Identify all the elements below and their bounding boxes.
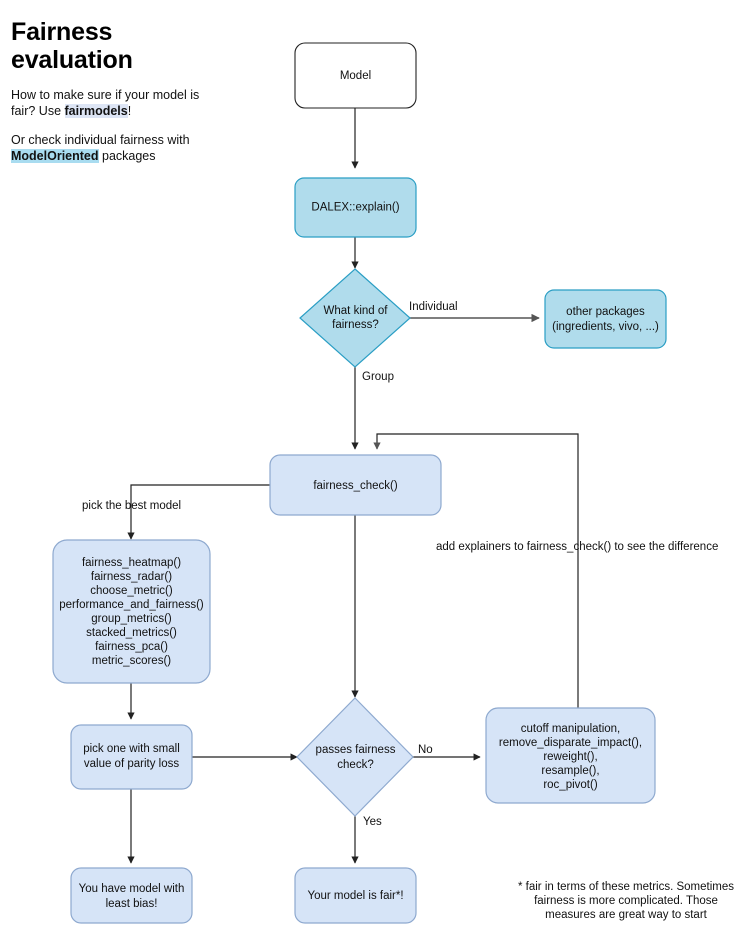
page-title: Fairness evaluation [11,18,133,74]
node-metrics-line-5: stacked_metrics() [86,627,177,639]
node-metrics-line-7: metric_scores() [92,655,171,667]
node-metrics-line-1: fairness_radar() [91,571,172,583]
node-least-bias[interactable] [70,867,193,924]
edge-mitigation-loop-to-fairness-check [373,433,579,708]
edge-fairness-check-to-metrics [127,484,270,540]
node-metrics-line-0: fairness_heatmap() [82,557,181,569]
edge-label-group: Group [362,371,394,383]
node-fairness-check[interactable] [269,454,442,516]
footnote-line-3: measures are great way to start [545,909,708,921]
footnote-line-2: fairness is more complicated. Those [534,895,718,907]
edge-label-no: No [418,744,433,756]
node-passes-check-line2: check? [337,759,373,771]
node-kind-of-fairness-line1: What kind of [324,305,389,317]
node-mitigation-line-3: resample(), [541,765,599,777]
node-metrics-line-4: group_metrics() [91,613,172,625]
intro-p1-pre: How to make sure if your model is fair? … [11,88,200,118]
edge-label-add-explainers: add explainers to fairness_check() to se… [436,541,718,553]
intro-p1-post: ! [127,103,132,118]
node-passes-fairness-check[interactable] [296,697,414,817]
node-mitigation-methods[interactable] [485,707,656,804]
node-metrics-list[interactable] [52,539,211,684]
node-model-is-fair[interactable] [294,867,417,924]
node-fairness-check-label: fairness_check() [313,480,398,492]
node-mitigation-line-1: remove_disparate_impact(), [499,737,642,749]
node-mitigation-line-0: cutoff manipulation, [521,723,621,735]
node-kind-of-fairness-line2: fairness? [332,319,379,331]
edge-label-individual: Individual [409,301,458,313]
intro-p2-post: packages [98,148,156,163]
edge-label-pick-the-best-model: pick the best model [82,500,181,512]
footnote-line-1: * fair in terms of these metrics. Someti… [518,881,734,893]
node-model-is-fair-label: Your model is fair*! [307,890,403,902]
node-mitigation-line-4: roc_pivot() [543,779,597,791]
node-model[interactable] [294,42,417,109]
node-pick-one-small-parity-loss[interactable] [70,724,193,790]
node-pick-one-line2: value of parity loss [84,758,179,770]
node-metrics-line-6: fairness_pca() [95,641,168,653]
intro-p2-pre: Or check individual fairness with [11,133,190,148]
node-passes-check-line1: passes fairness [316,744,396,756]
intro-paragraph-1: How to make sure if your model is fair? … [11,88,206,119]
node-pick-one-line1: pick one with small [83,743,180,755]
node-metrics-line-2: choose_metric() [90,585,173,597]
node-mitigation-line-2: reweight(), [543,751,597,763]
node-dalex-explain[interactable] [294,177,417,238]
modeloriented-highlight: ModelOriented [11,148,99,163]
edge-label-yes: Yes [363,816,382,828]
node-other-packages-line1: other packages [566,306,645,318]
node-other-packages-line2: (ingredients, vivo, ...) [552,321,659,333]
node-model-label: Model [340,70,371,82]
node-least-bias-line2: least bias! [106,898,158,910]
intro-paragraph-2: Or check individual fairness with ModelO… [11,133,206,164]
node-metrics-line-3: performance_and_fairness() [59,599,204,611]
node-other-packages[interactable] [544,289,667,349]
node-kind-of-fairness[interactable] [299,268,411,368]
node-dalex-explain-label: DALEX::explain() [311,202,399,214]
node-least-bias-line1: You have model with [79,883,185,895]
fairmodels-highlight: fairmodels [64,103,128,118]
intro-panel: Fairness evaluation How to make sure if … [11,18,206,179]
